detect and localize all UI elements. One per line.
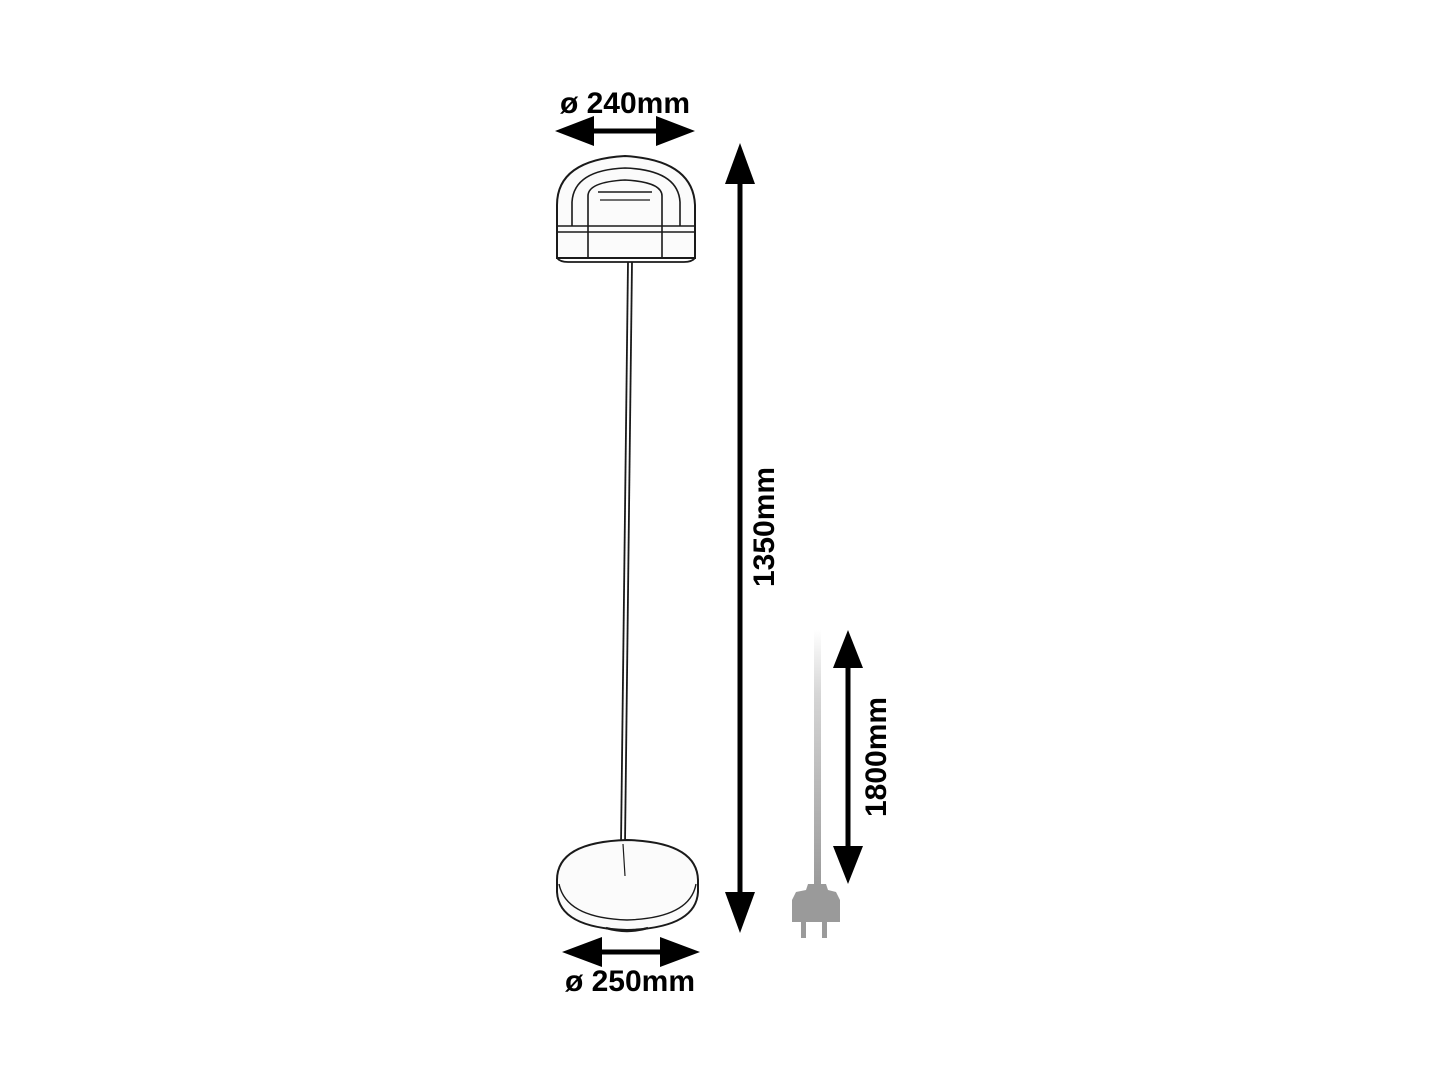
arrow-shade-diameter xyxy=(555,116,695,146)
power-cable xyxy=(814,630,821,886)
base-diameter-label: ø 250mm xyxy=(565,965,695,998)
arrow-cable-length xyxy=(833,630,863,884)
total-height-label: 1350mm xyxy=(748,467,781,587)
lamp-base xyxy=(556,838,699,933)
dimension-arrows xyxy=(555,116,863,967)
shade-diameter-label: ø 240mm xyxy=(560,87,690,120)
plug-icon xyxy=(792,884,840,938)
arrow-base-diameter xyxy=(562,937,700,967)
lamp-shade xyxy=(556,154,696,263)
cable-length-label: 1800mm xyxy=(860,697,893,817)
lamp-pole xyxy=(620,261,633,845)
arrow-total-height xyxy=(725,143,755,933)
